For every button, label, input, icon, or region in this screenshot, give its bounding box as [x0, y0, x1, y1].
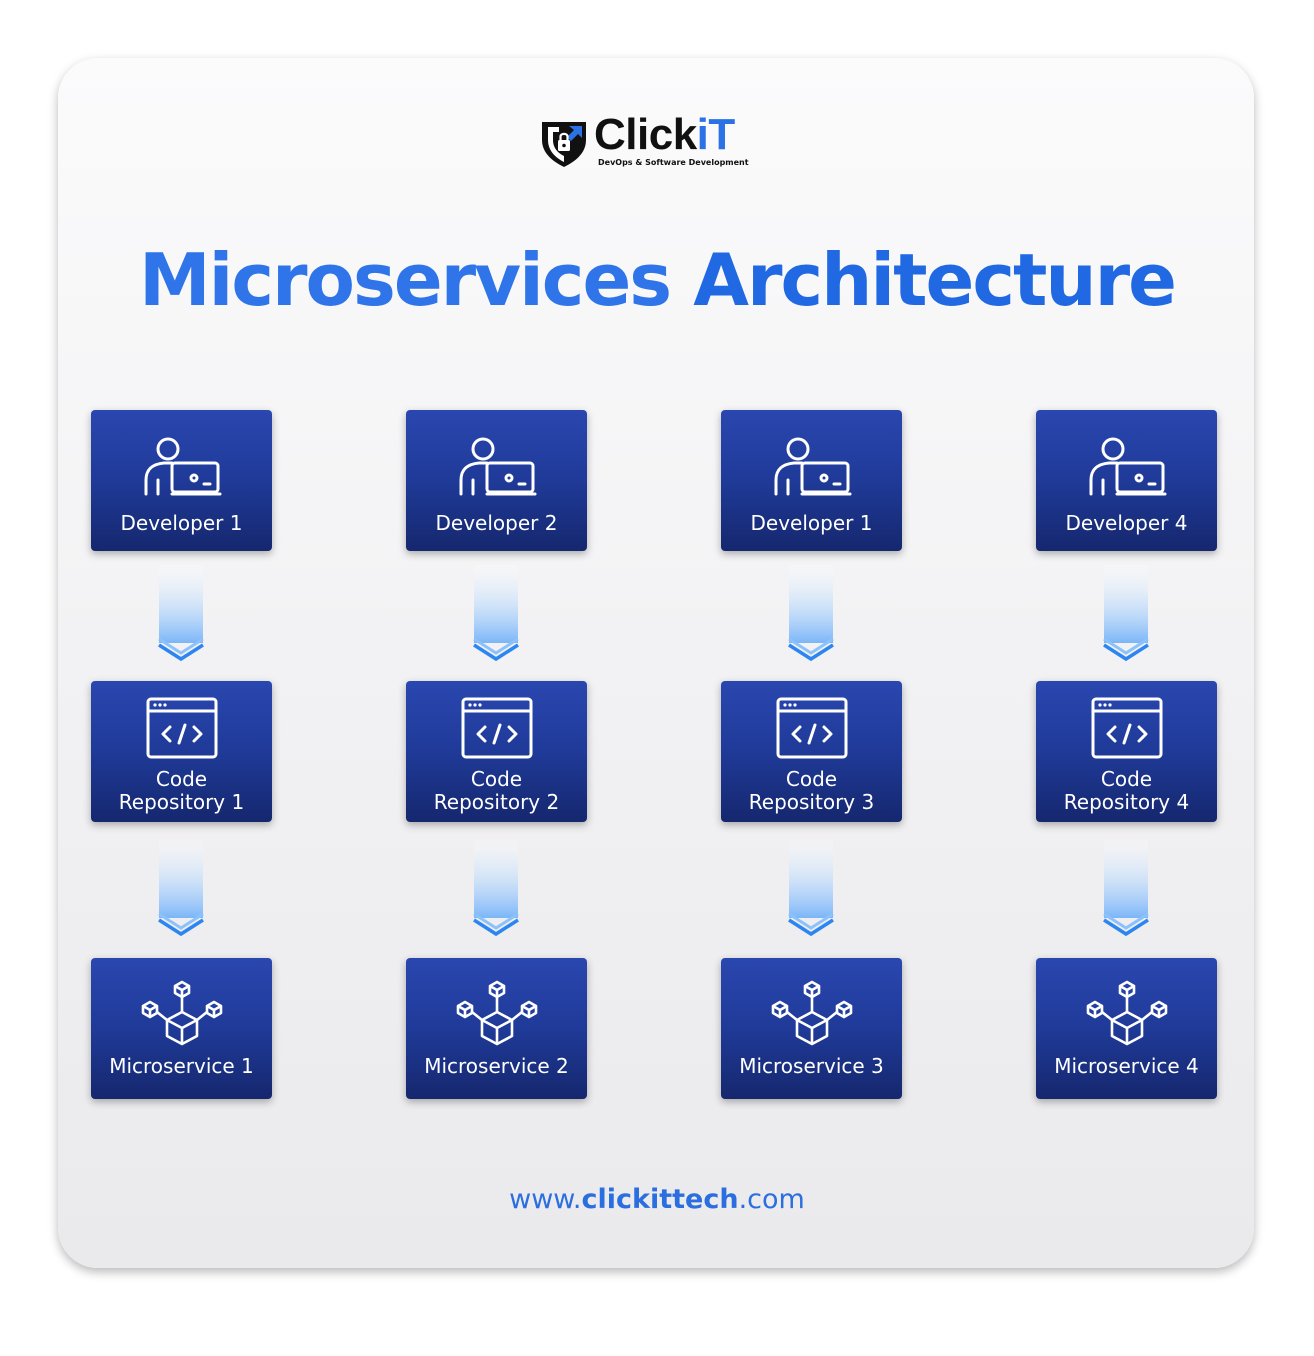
- code-window-icon: [1091, 697, 1162, 759]
- cubes-network-icon: [456, 980, 537, 1046]
- developer-box-2: Developer 2: [406, 410, 587, 551]
- code-repository-box-3: Code Repository 3: [721, 681, 902, 822]
- microservice-label: Microservice 2: [424, 1054, 569, 1078]
- down-arrow-icon: [473, 840, 519, 937]
- clickit-logo: ClickiT DevOps & Software Development: [540, 110, 760, 170]
- repository-label-line1: Code: [785, 767, 838, 791]
- microservice-box-4: Microservice 4: [1036, 958, 1217, 1099]
- developer-laptop-icon: [459, 437, 536, 496]
- cubes-network-icon: [771, 980, 852, 1046]
- logo-tagline: DevOps & Software Development: [598, 158, 749, 167]
- repository-label-line1: Code: [1100, 767, 1153, 791]
- developer-laptop-icon: [1089, 437, 1166, 496]
- microservice-box-3: Microservice 3: [721, 958, 902, 1099]
- repository-label-line2: Repository 1: [118, 790, 245, 814]
- page-title: Microservices Architecture: [138, 238, 1177, 322]
- down-arrow-icon: [158, 840, 204, 937]
- shield-lock-icon: [542, 122, 586, 167]
- repository-label-line1: Code: [470, 767, 523, 791]
- code-repository-box-2: Code Repository 2: [406, 681, 587, 822]
- cubes-network-icon: [141, 980, 222, 1046]
- logo-wordmark: ClickiT: [594, 110, 735, 159]
- microservice-label: Microservice 3: [739, 1054, 884, 1078]
- down-arrow-icon: [1103, 565, 1149, 662]
- developer-label: Developer 1: [120, 511, 243, 535]
- code-repository-box-1: Code Repository 1: [91, 681, 272, 822]
- developer-label: Developer 4: [1065, 511, 1188, 535]
- developer-box-3: Developer 1: [721, 410, 902, 551]
- microservice-label: Microservice 1: [109, 1054, 254, 1078]
- down-arrow-icon: [473, 565, 519, 662]
- repository-label-line2: Repository 3: [748, 790, 875, 814]
- down-arrow-icon: [1103, 840, 1149, 937]
- down-arrow-icon: [158, 565, 204, 662]
- developer-box-1: Developer 1: [91, 410, 272, 551]
- repository-label-line2: Repository 4: [1063, 790, 1190, 814]
- microservice-box-1: Microservice 1: [91, 958, 272, 1099]
- developer-laptop-icon: [144, 437, 221, 496]
- repository-label-line1: Code: [155, 767, 208, 791]
- website-url[interactable]: www.clickittech.com: [509, 1184, 805, 1215]
- down-arrow-icon: [788, 565, 834, 662]
- cubes-network-icon: [1086, 980, 1167, 1046]
- code-window-icon: [461, 697, 532, 759]
- code-window-icon: [776, 697, 847, 759]
- down-arrow-icon: [788, 840, 834, 937]
- microservice-label: Microservice 4: [1054, 1054, 1199, 1078]
- repository-label-line2: Repository 2: [433, 790, 560, 814]
- code-window-icon: [146, 697, 217, 759]
- developer-box-4: Developer 4: [1036, 410, 1217, 551]
- developer-label: Developer 2: [435, 511, 558, 535]
- code-repository-box-4: Code Repository 4: [1036, 681, 1217, 822]
- developer-laptop-icon: [774, 437, 851, 496]
- developer-label: Developer 1: [750, 511, 873, 535]
- microservice-box-2: Microservice 2: [406, 958, 587, 1099]
